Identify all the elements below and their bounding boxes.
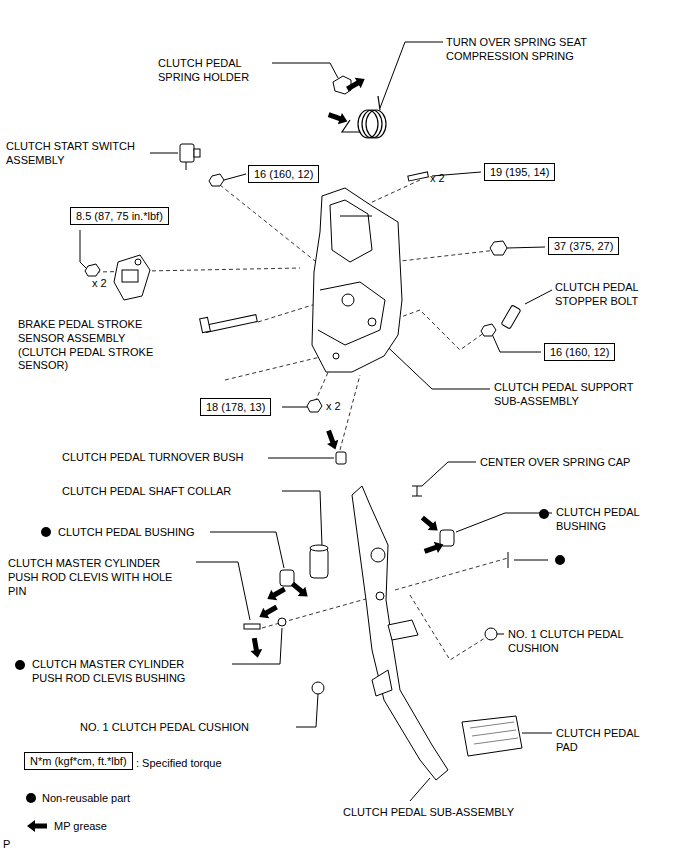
leader-line xyxy=(268,458,334,459)
leader-line xyxy=(296,694,318,727)
torque-value: 37 (375, 27) xyxy=(554,240,613,252)
leader-line xyxy=(196,562,250,620)
leader-line xyxy=(507,247,545,248)
part-label: CLUTCH MASTER CYLINDER PUSH ROD CLEVIS W… xyxy=(8,557,186,598)
part-label: BRAKE PEDAL STROKE SENSOR ASSEMBLY (CLUT… xyxy=(18,318,170,373)
torque-value: 16 (160, 12) xyxy=(254,168,313,180)
leader-line xyxy=(232,628,282,664)
part-label: CLUTCH PEDAL PAD xyxy=(556,727,652,755)
stroke-sensor xyxy=(114,255,150,300)
torque-box: 16 (160, 12) xyxy=(248,165,319,183)
torque-value: 16 (160, 12) xyxy=(550,346,609,358)
leader-line xyxy=(380,42,443,108)
leader-line xyxy=(150,153,178,154)
non-reusable-dot xyxy=(15,509,565,803)
pedal-support-bracket xyxy=(312,188,402,372)
torque-value: 19 (195, 14) xyxy=(490,166,549,178)
part-label: CLUTCH PEDAL SPRING HOLDER xyxy=(158,57,258,85)
part-label: P xyxy=(3,838,10,852)
part-label: NO. 1 CLUTCH PEDAL CUSHION xyxy=(508,628,638,656)
alignment-line xyxy=(392,250,497,262)
legend-text: MP grease xyxy=(54,820,107,834)
spring-coil xyxy=(342,96,386,138)
small-parts xyxy=(244,452,522,756)
leader-line xyxy=(282,407,308,408)
part-label: NO. 1 CLUTCH PEDAL CUSHION xyxy=(80,721,249,735)
leader-line xyxy=(492,334,541,352)
torque-box: 16 (160, 12) xyxy=(544,343,615,361)
part-label: x 2 xyxy=(92,277,107,291)
leader-line xyxy=(282,491,322,546)
pedal-arm xyxy=(352,486,448,780)
part-label: x 2 xyxy=(326,400,341,414)
leader-line xyxy=(514,560,548,561)
leader-line xyxy=(456,513,552,532)
start-switch xyxy=(180,144,200,170)
part-label: CLUTCH START SWITCH ASSEMBLY xyxy=(6,140,156,168)
torque-value: N*m (kgf*cm, ft.*lbf) xyxy=(30,755,127,767)
part-label: CLUTCH PEDAL BUSHING xyxy=(556,506,656,534)
part-label: TURN OVER SPRING SEAT COMPRESSION SPRING xyxy=(446,36,616,64)
part-label: CLUTCH MASTER CYLINDER PUSH ROD CLEVIS B… xyxy=(32,658,210,686)
legend-text: : Specified torque xyxy=(136,757,222,771)
leader-line xyxy=(80,230,88,270)
leader-line xyxy=(224,174,246,180)
part-label: x 2 xyxy=(430,172,445,186)
leader-line xyxy=(422,462,476,486)
leader-line xyxy=(525,290,552,304)
torque-box: 19 (195, 14) xyxy=(484,163,555,181)
alignment-line xyxy=(395,558,508,590)
part-label: CLUTCH PEDAL SUPPORT SUB-ASSEMBLY xyxy=(494,381,659,409)
leader-line xyxy=(410,778,430,801)
part-label: CLUTCH PEDAL BUSHING xyxy=(58,526,195,540)
leader-line xyxy=(522,733,552,734)
alignment-line xyxy=(410,595,485,660)
alignment-line xyxy=(262,595,380,628)
part-label: CLUTCH PEDAL SHAFT COLLAR xyxy=(62,485,231,499)
alignment-line xyxy=(220,185,320,265)
torque-box: 18 (178, 13) xyxy=(200,398,271,416)
torque-value: 8.5 (87, 75 in.*lbf) xyxy=(76,210,163,222)
part-label: CLUTCH PEDAL TURNOVER BUSH xyxy=(62,451,244,465)
torque-box: N*m (kgf*cm, ft.*lbf) xyxy=(24,752,133,770)
grease-arrow xyxy=(27,74,445,832)
part-label: CLUTCH PEDAL STOPPER BOLT xyxy=(555,281,665,309)
legend-text: Non-reusable part xyxy=(42,792,130,806)
alignment-line xyxy=(340,375,360,450)
torque-box: 37 (375, 27) xyxy=(548,237,619,255)
alignment-line xyxy=(398,310,488,350)
spring-holder xyxy=(333,76,351,94)
torque-box: 8.5 (87, 75 in.*lbf) xyxy=(70,207,169,225)
leader-line xyxy=(272,63,338,78)
part-label: CENTER OVER SPRING CAP xyxy=(480,456,630,470)
leader-line xyxy=(210,532,284,568)
torque-value: 18 (178, 13) xyxy=(206,401,265,413)
part-label: CLUTCH PEDAL SUB-ASSEMBLY xyxy=(343,806,514,820)
